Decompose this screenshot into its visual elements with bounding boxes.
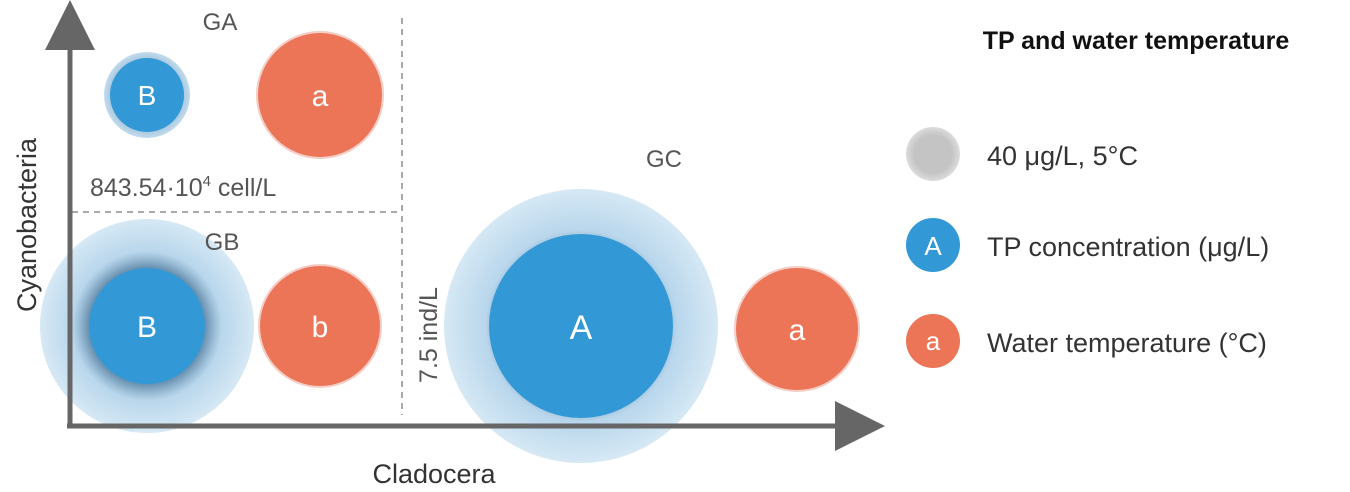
- cladocera-threshold-label: 7.5 ind/L: [415, 287, 443, 383]
- ga-tp-letter: B: [138, 80, 157, 111]
- legend-tp-label: TP concentration (μg/L): [987, 232, 1269, 262]
- cyanobacteria-threshold-label: 843.54·104 cell/L: [90, 173, 276, 202]
- gb-temp-circle: [260, 266, 380, 386]
- gb-group-label: GB: [205, 229, 240, 256]
- x-axis-label: Cladocera: [372, 459, 496, 489]
- legend-reference-circle: [906, 127, 960, 181]
- ga-group-label: GA: [203, 9, 238, 36]
- gb-tp-circle: [89, 268, 205, 384]
- gc-temp-circle: [736, 268, 858, 390]
- ga-temp-letter: a: [312, 80, 329, 113]
- gb-temp-letter: b: [312, 311, 329, 344]
- ga-tp-circle: [110, 58, 184, 132]
- legend-reference-label: 40 μg/L, 5°C: [987, 141, 1138, 171]
- legend-temp-label: Water temperature (°C): [987, 328, 1267, 358]
- legend-tp-circle: [906, 218, 960, 272]
- gc-group-label: GC: [646, 146, 682, 173]
- gb-tp-letter: B: [137, 311, 157, 344]
- legend-title: TP and water temperature: [983, 27, 1290, 55]
- ga-temp-circle: [258, 33, 382, 157]
- y-axis-label: Cyanobacteria: [12, 137, 42, 312]
- legend-temp-symbol: a: [926, 326, 941, 356]
- legend-tp-symbol: A: [924, 231, 942, 261]
- gc-tp-letter: A: [570, 309, 593, 347]
- legend-temp-circle: [906, 314, 960, 368]
- gc-temp-letter: a: [789, 314, 806, 347]
- gc-tp-circle: [489, 234, 673, 418]
- legend: TP and water temperature 40 μg/L, 5°C A …: [906, 27, 1289, 368]
